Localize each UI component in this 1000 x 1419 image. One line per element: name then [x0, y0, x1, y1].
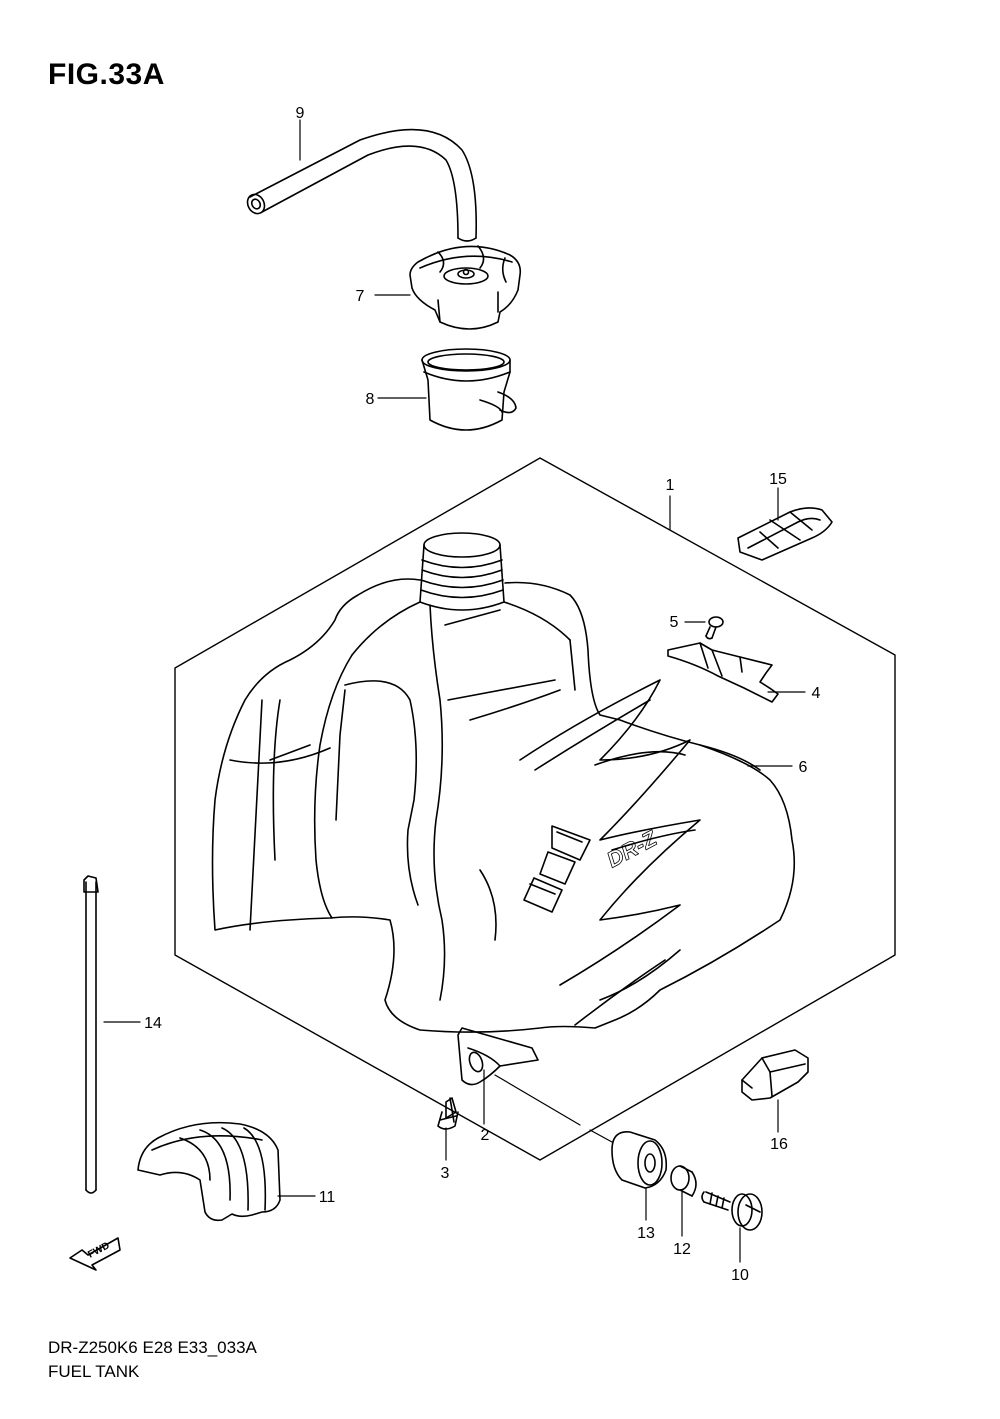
bolt-part — [437, 1097, 459, 1130]
callout-12: 12 — [673, 1241, 691, 1258]
callout-4: 4 — [812, 685, 821, 702]
figure-caption: FUEL TANK — [48, 1362, 140, 1381]
callout-2: 2 — [481, 1127, 490, 1144]
screw-part — [705, 616, 724, 640]
callout-3: 3 — [441, 1165, 450, 1182]
callout-13: 13 — [637, 1225, 655, 1242]
model-code: DR-Z250K6 E28 E33_033A — [48, 1338, 257, 1357]
filler-tube-part — [421, 348, 517, 431]
callout-16: 16 — [770, 1136, 788, 1153]
cushion-part — [137, 1121, 281, 1222]
strap-part — [737, 507, 833, 561]
callout-1: 1 — [666, 477, 675, 494]
callout-numbers: 9 7 8 1 15 5 4 6 14 2 3 11 13 12 10 16 — [144, 105, 820, 1284]
forward-arrow-label: FWD — [86, 1240, 111, 1260]
breather-hose-part — [246, 128, 478, 242]
flange-bolt-part — [701, 1191, 763, 1231]
collar-part — [670, 1165, 697, 1197]
fuel-tank-part: DR-Z — [211, 532, 796, 1086]
callout-14: 14 — [144, 1015, 162, 1032]
callout-11: 11 — [319, 1189, 336, 1206]
fuel-cap-part — [409, 245, 522, 330]
grommet-part — [611, 1131, 668, 1189]
callout-8: 8 — [366, 391, 375, 408]
forward-arrow-icon: FWD — [69, 1237, 121, 1271]
callout-15: 15 — [769, 471, 787, 488]
figure-title: FIG.33A — [48, 58, 165, 91]
assembly-frame — [174, 457, 896, 1161]
cable-tie-part — [83, 875, 99, 1194]
callout-7: 7 — [356, 288, 365, 305]
rubber-clip-part — [741, 1049, 809, 1101]
callout-leaders — [103, 119, 806, 1263]
callout-6: 6 — [799, 759, 808, 776]
bracket-part — [667, 642, 779, 703]
callout-5: 5 — [670, 614, 679, 631]
callout-10: 10 — [731, 1267, 749, 1284]
callout-9: 9 — [296, 105, 305, 122]
